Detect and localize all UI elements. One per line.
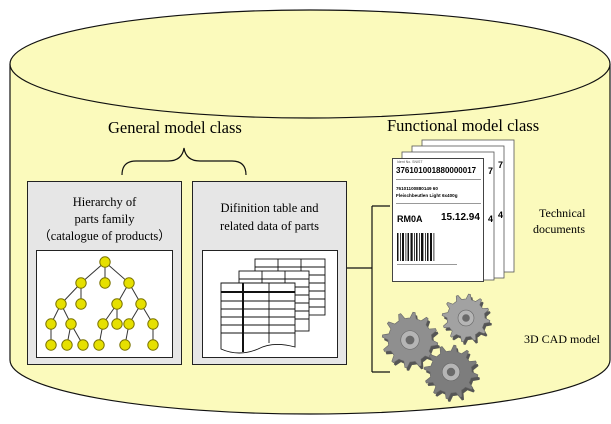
doc-side-digit-2: 7 — [488, 166, 494, 176]
stacked-tables-icon — [220, 258, 326, 354]
doc-barcode — [397, 233, 457, 265]
front-document-page: Ident No. SNIST 376101001880000017 76101… — [392, 158, 484, 282]
hierarchy-box: Hierarchy of parts family （catalogue of … — [27, 181, 182, 365]
gear-icon-front — [423, 344, 480, 402]
definition-title-line1: Difinition table and — [220, 201, 319, 215]
tree-diagram — [45, 256, 159, 351]
doc-side-digit-1: 7 — [498, 160, 504, 170]
doc-side-digit-3: 4 — [498, 210, 504, 220]
doc-ident-number: 76101100880149 60 — [396, 186, 438, 191]
hierarchy-title-line3: （catalogue of products） — [38, 229, 171, 243]
gear-icon-back — [441, 293, 492, 345]
definition-table-box: Difinition table and related data of par… — [192, 181, 347, 365]
doc-product-name: Fleischbeutlen Light 6x400g — [396, 193, 458, 198]
doc-side-digit-4: 4 — [488, 214, 494, 224]
gear-icon-left — [381, 311, 440, 371]
technical-docs-label-line1: Technical — [539, 206, 586, 220]
functional-model-class-label: Functional model class — [387, 116, 540, 135]
technical-documents-stack: 7 7 4 4 Ident No. SNIST 3761010018800000… — [392, 138, 518, 283]
technical-docs-label-line2: documents — [533, 222, 585, 236]
doc-date: 15.12.94 — [441, 212, 480, 223]
definition-table-panel — [202, 250, 338, 358]
doc-code: RM0A — [397, 214, 423, 224]
cad-model-label: 3D CAD model — [524, 332, 600, 346]
hierarchy-title-line2: parts family — [74, 212, 135, 226]
doc-barcode-number: 376101001880000017 — [396, 166, 477, 175]
definition-title-line2: related data of parts — [220, 219, 319, 233]
doc-header-small: Ident No. SNIST — [397, 160, 423, 164]
general-model-class-label: General model class — [108, 118, 242, 137]
hierarchy-title-line1: Hierarchy of — [72, 195, 137, 209]
hierarchy-tree-panel — [36, 250, 173, 358]
